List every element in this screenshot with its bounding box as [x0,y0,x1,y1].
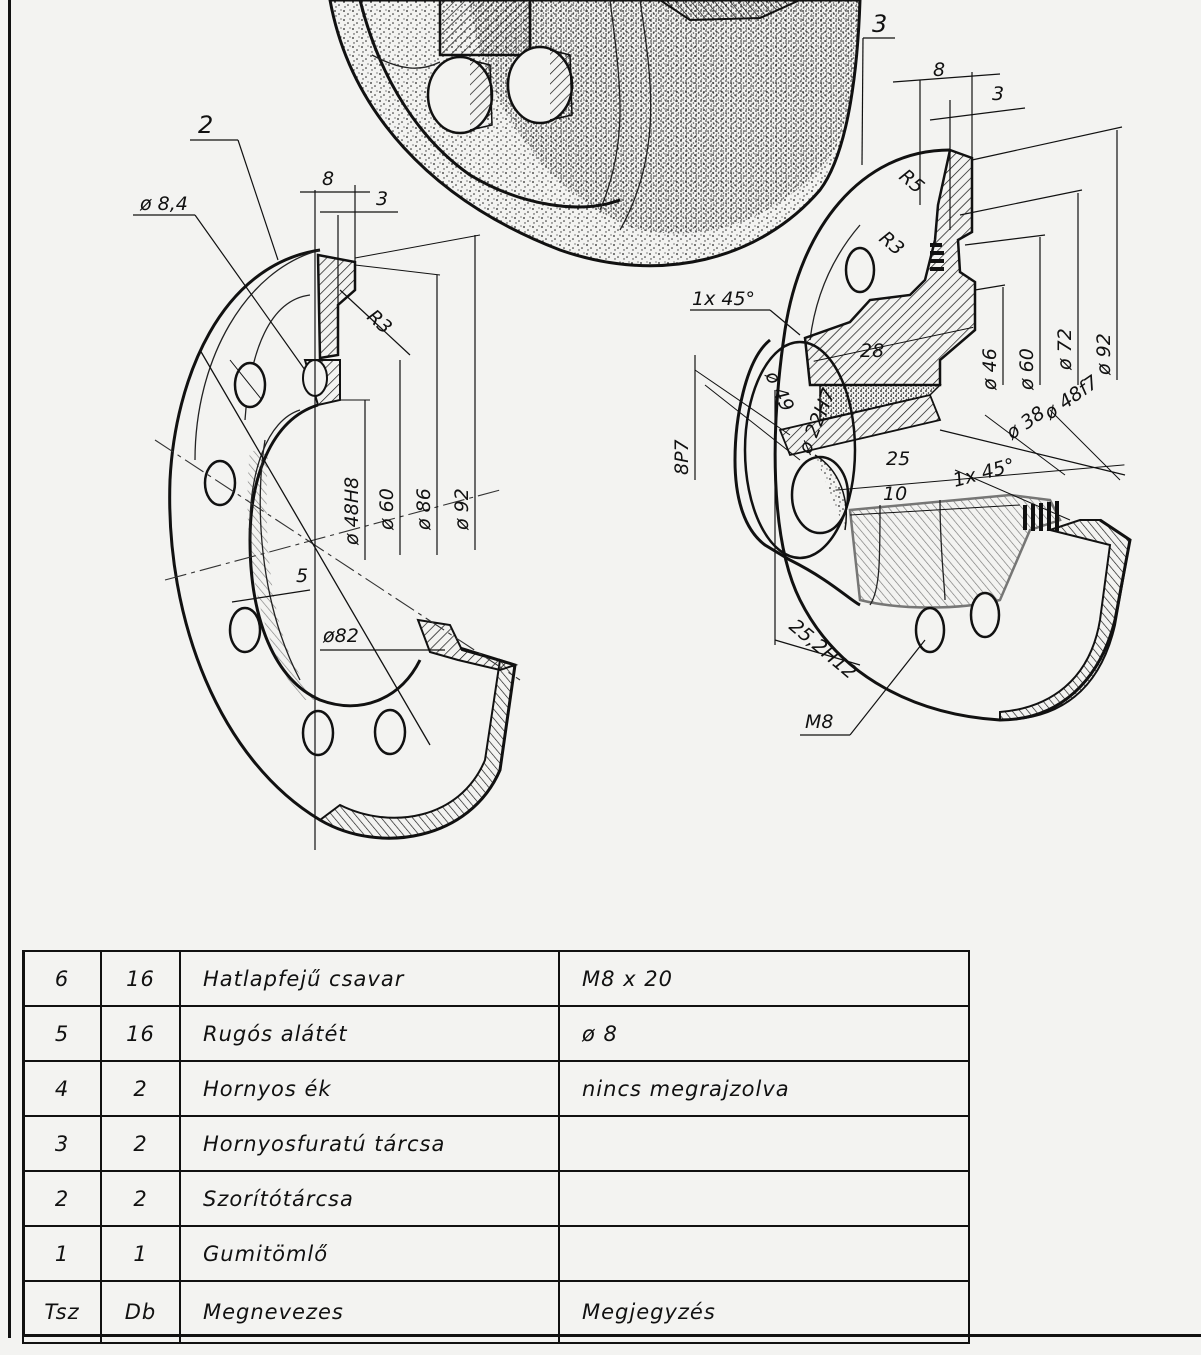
cell-note [558,1170,970,1227]
dim-d48h8: ø 48H8 [341,477,363,546]
cell-db: 2 [100,1060,181,1117]
dim-l25: 25 [886,448,910,470]
cell-note [558,1115,970,1172]
cell-tsz: 1 [22,1225,102,1282]
top-assembly-view [328,0,862,268]
cell-name: Gumitömlő [179,1225,560,1282]
dim-left-w3: 3 [376,188,388,210]
dim-right-d60: ø 60 [1016,348,1038,391]
header-db: Db [100,1280,181,1344]
header-name: Megnevezes [179,1280,560,1344]
cell-db: 1 [100,1225,181,1282]
cell-name: Rugós alátét [179,1005,560,1062]
cell-tsz: 2 [22,1170,102,1227]
cell-name: Hatlapfejű csavar [179,950,560,1007]
part-3-keyed-disc-view: 3 8 3 R5 R3 1x 45° 28 ø 49 ø 22H7 8P7 ø … [671,10,1132,736]
cell-note: M8 x 20 [558,950,970,1007]
cell-tsz: 5 [22,1005,102,1062]
part-3-label: 3 [872,10,887,38]
dim-m8: M8 [805,711,833,733]
cell-note [558,1225,970,1282]
dim-left-w8: 8 [322,168,334,190]
dim-d72: ø 72 [1054,328,1076,371]
cell-note: nincs megrajzolva [558,1060,970,1117]
dim-left-d92: ø 92 [451,488,473,531]
dim-right-w8: 8 [933,59,945,81]
dim-d86: ø 86 [413,488,435,531]
dim-l10: 10 [883,483,907,505]
part-2-clamping-disc-view: 2 ø 8,4 8 3 R3 ø 48H8 ø 60 ø 86 ø 92 5 ø… [133,111,521,850]
dim-chamfer-1: 1x 45° [692,288,755,310]
cell-name: Hornyosfuratú tárcsa [179,1115,560,1172]
dim-l28: 28 [860,340,884,362]
cell-db: 2 [100,1170,181,1227]
dim-left-d60: ø 60 [376,488,398,531]
cell-name: Hornyos ék [179,1060,560,1117]
dim-d8-4: ø 8,4 [139,193,188,215]
cell-db: 16 [100,950,181,1007]
drawing-frame-left [8,0,11,1338]
cell-db: 16 [100,1005,181,1062]
dim-d46: ø 46 [979,348,1001,391]
dim-d82: ø82 [322,625,359,647]
cell-note: ø 8 [558,1005,970,1062]
cell-db: 2 [100,1115,181,1172]
cell-name: Szorítótárcsa [179,1170,560,1227]
cell-tsz: 6 [22,950,102,1007]
dim-right-w3: 3 [992,83,1004,105]
dim-left-w5: 5 [296,565,308,587]
cell-tsz: 3 [22,1115,102,1172]
dim-left-r3: R3 [363,305,397,338]
part-2-label: 2 [198,111,213,139]
cell-tsz: 4 [22,1060,102,1117]
header-note: Megjegyzés [558,1280,970,1344]
header-tsz: Tsz [22,1280,102,1344]
dim-right-d92: ø 92 [1093,333,1115,376]
dim-8p7: 8P7 [671,439,693,475]
